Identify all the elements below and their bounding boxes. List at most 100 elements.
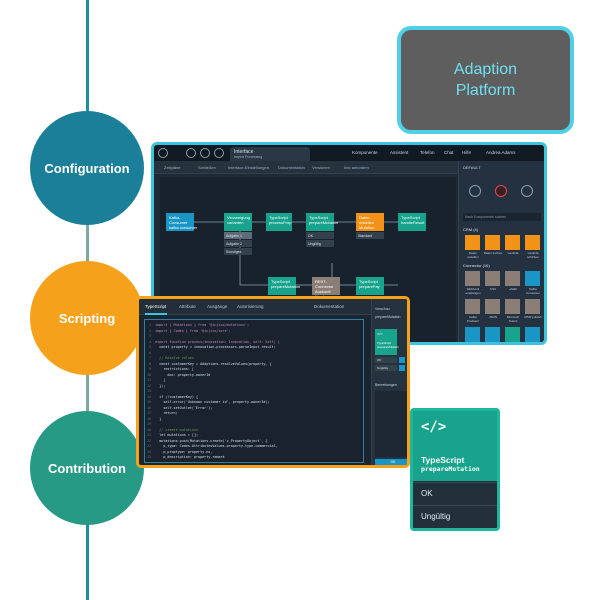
documentation-link[interactable]: Dokumentation <box>314 304 345 309</box>
tile-csv[interactable] <box>485 271 500 286</box>
record-icon[interactable] <box>495 185 507 197</box>
code-line: 10 doc: property.ownerId <box>147 372 211 377</box>
toolbar-versions[interactable]: Versionen <box>312 165 330 170</box>
check-icon[interactable] <box>399 365 405 371</box>
tile-teams[interactable] <box>505 299 520 314</box>
variant-option[interactable]: Aufgabe 1 <box>224 232 252 239</box>
code-icon: </> <box>421 419 447 435</box>
tile-json[interactable] <box>485 299 500 314</box>
code-line: 22 mutations.push(Mutations.create('z_Pr… <box>147 438 268 443</box>
tab-typescript[interactable]: TypeScript <box>145 304 167 309</box>
toolbar-documentation[interactable]: Dokumentation <box>278 165 305 170</box>
tile-create-data[interactable] <box>465 235 480 250</box>
menu-komponente[interactable]: Komponente <box>352 150 378 155</box>
node-rest-connector[interactable]: REST-Connector Auskunft Kund <box>312 277 340 299</box>
redo-icon[interactable] <box>521 185 533 197</box>
node-create-data[interactable]: Daten erstellen Mutation <box>356 213 384 231</box>
tab-interface[interactable]: Interface Import Processing <box>230 147 310 161</box>
code-line: 14 if (!customerKey) { <box>147 394 199 399</box>
connector-lines <box>194 221 398 286</box>
node-typescript-process[interactable]: TypeScript processProp <box>266 213 292 231</box>
tab-attribute[interactable]: Attribute <box>179 304 196 309</box>
tile-search-data[interactable] <box>485 235 500 250</box>
card-option-invalid[interactable]: Ungültig <box>413 505 497 527</box>
tile-kafka-consumer[interactable] <box>525 271 540 286</box>
code-line: 5 const property = innovation.processors… <box>147 345 276 349</box>
preview-option-ok[interactable]: OK <box>375 357 397 363</box>
palette-section-connector[interactable]: Connector (16) <box>463 263 490 268</box>
tile-extra[interactable] <box>485 327 500 342</box>
code-line: 4 export function process(innovation: In… <box>147 339 280 344</box>
node-kafka-consumer[interactable]: Kafka-Consumer kafka.consumer <box>166 213 197 231</box>
toolbar-schliessen[interactable]: Schließen <box>198 165 216 170</box>
node-typescript-result[interactable]: TypeScript handleResult <box>398 213 426 231</box>
tab-ausgaenge[interactable]: Ausgänge <box>207 304 228 309</box>
menu-telefon[interactable]: Telefon <box>420 150 435 155</box>
code-line: 9 restrictions: [ <box>147 367 194 371</box>
tile-extra[interactable] <box>505 327 520 342</box>
tile-extra[interactable] <box>525 327 540 342</box>
code-line: 15 self.error('Unknown customer id', pro… <box>147 400 270 404</box>
undo-icon[interactable] <box>469 185 481 197</box>
code-line: 13 <box>147 389 156 393</box>
check-icon[interactable] <box>399 357 405 363</box>
user-name[interactable]: Andrea Adams <box>486 150 516 155</box>
code-line: 17 return; <box>147 411 178 415</box>
home-icon[interactable] <box>200 148 210 158</box>
timeline-line <box>86 372 89 412</box>
node-variant[interactable]: Verzweigung varianten <box>224 213 252 231</box>
settings-icon[interactable] <box>214 148 224 158</box>
menu-assistent[interactable]: Assistent <box>390 150 409 155</box>
step-configuration: Configuration <box>30 111 144 225</box>
variant-option[interactable]: Aufgabe 2 <box>224 240 252 247</box>
tile-lambda-send[interactable] <box>525 235 540 250</box>
tile-extra[interactable] <box>465 327 480 342</box>
code-line: 2 import { Codes } from '@injixo/core'; <box>147 328 231 333</box>
tile-lambda[interactable] <box>505 235 520 250</box>
menu-hilfe[interactable]: Hilfe <box>462 150 472 155</box>
code-line: 19 <box>147 422 156 426</box>
editor-toolbar: Zeitpläne Schließen Interface-Einstellun… <box>154 161 458 174</box>
platform-title-line2: Platform <box>455 82 516 99</box>
code-line: 23 p_type: Codes.AttributesValues.proper… <box>147 444 278 448</box>
toolbar-zeitplaene[interactable]: Zeitpläne <box>164 165 181 170</box>
logo-icon[interactable] <box>158 148 168 158</box>
notes-textarea[interactable] <box>375 391 407 457</box>
tile-email[interactable] <box>505 271 520 286</box>
editor-topbar: Interface Import Processing Komponente A… <box>154 145 544 161</box>
code-line: 16 self.setOutlet('Error'); <box>147 405 213 410</box>
card-option-ok[interactable]: OK <box>413 482 497 504</box>
typescript-node-card[interactable]: </> TypeScript prepareMutation OK Ungült… <box>410 408 500 531</box>
ok-button[interactable]: OK <box>375 459 407 465</box>
code-editor[interactable]: 1 import { Mutations } from '@injixo/mut… <box>144 319 364 463</box>
tab-autorisierung[interactable]: Autorisierung <box>237 304 264 309</box>
toolbar-info[interactable]: Info anfordern <box>344 165 369 170</box>
node-typescript-pay[interactable]: TypeScript preparePay <box>356 277 384 295</box>
tile-msm[interactable] <box>525 299 540 314</box>
standard-option[interactable]: Standard <box>356 232 384 239</box>
ts-option-ok[interactable]: OK <box>306 232 334 239</box>
preview-node[interactable]: </> TypeScript prepareMutation <box>375 329 399 355</box>
code-line: 25 p_description: property.remark <box>147 455 225 459</box>
toolbar-interface-settings[interactable]: Interface-Einstellungen <box>228 165 269 170</box>
search-icon[interactable] <box>186 148 196 158</box>
variant-option[interactable]: Sonstiges <box>224 248 252 255</box>
code-line: 6 <box>147 350 156 355</box>
preview-option-invalid[interactable]: Ungültig <box>375 365 397 371</box>
code-line: 24 p_proptype: property.no, <box>147 449 213 454</box>
ts-option-invalid[interactable]: Ungültig <box>306 240 334 247</box>
card-title: TypeScript <box>421 455 465 465</box>
menu-chat[interactable]: Chat <box>444 150 454 155</box>
script-side-panel: Vorschau prepareMutation </> TypeScript … <box>371 299 407 465</box>
code-line: 11 ] <box>147 378 166 382</box>
code-line: 8 const customerKey = Adaptions.resolveV… <box>147 361 272 366</box>
tile-webhook[interactable] <box>465 271 480 286</box>
node-typescript-prepare[interactable]: TypeScript prepareMutation <box>306 213 338 231</box>
code-line: 20 // create mutations <box>147 427 199 432</box>
node-typescript-prepare-2[interactable]: TypeScript prepareMutation <box>268 277 300 295</box>
platform-title-line1: Adaption <box>453 61 518 78</box>
palette-section-crm[interactable]: CRM (4) <box>463 227 479 232</box>
palette-search-input[interactable]: Nach Komponente suchen <box>463 213 541 221</box>
tile-kafka-producer[interactable] <box>465 299 480 314</box>
